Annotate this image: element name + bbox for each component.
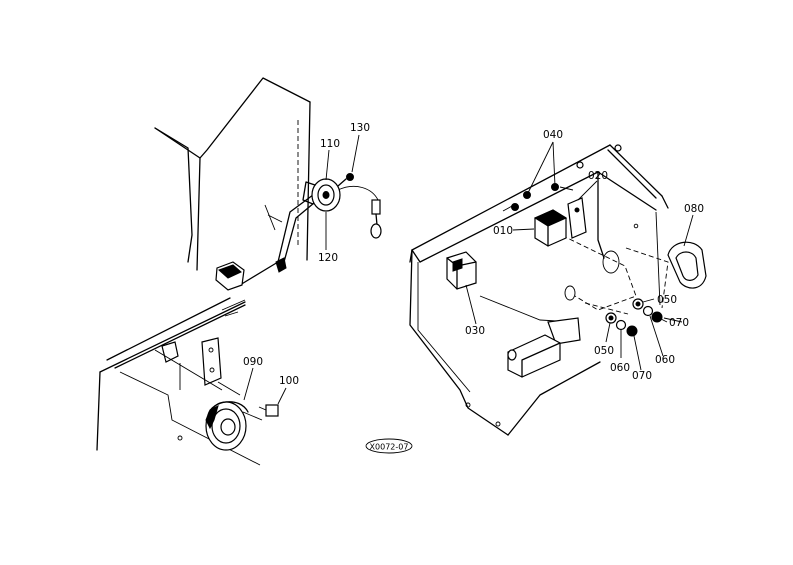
relay-010 (533, 209, 568, 247)
label-030: 030 (465, 325, 485, 337)
label-080: 080 (684, 203, 704, 215)
label-020: 020 (588, 170, 608, 182)
shaft-hole (602, 250, 620, 274)
panel-hole (564, 285, 576, 301)
label-070-left: 070 (632, 370, 652, 382)
handle-inner (675, 251, 699, 281)
label-060-left: 060 (610, 362, 630, 374)
drawing-code: X0072-07 (370, 443, 409, 452)
switch-030 (446, 251, 477, 290)
label-010: 010 (493, 225, 513, 237)
connector-plug (370, 223, 382, 239)
label-110: 110 (320, 138, 340, 150)
solenoid-bracket (479, 295, 581, 378)
pulley-090 (205, 401, 279, 451)
label-070-right: 070 (669, 317, 689, 329)
label-090: 090 (243, 356, 263, 368)
hardware-washers-right (632, 298, 683, 323)
label-050-left: 050 (594, 345, 614, 357)
drawing-code-oval (365, 438, 413, 454)
label-060-right: 060 (655, 354, 675, 366)
label-040: 040 (543, 129, 563, 141)
hardware-washers-left (605, 312, 638, 337)
label-100: 100 (279, 375, 299, 387)
part-labels: 110 130 120 040 020 010 030 080 050 070 … (243, 122, 704, 387)
drawing-code-badge: X0072-07 (365, 438, 413, 454)
leader-lines (243, 134, 694, 405)
bracket-020 (567, 197, 587, 239)
label-120: 120 (318, 252, 338, 264)
grip-handle-080 (667, 241, 707, 289)
control-box-outline (409, 144, 669, 436)
horn-wiring (215, 186, 382, 291)
label-050-right: 050 (657, 294, 677, 306)
label-130: 130 (350, 122, 370, 134)
mounting-brackets (154, 337, 241, 396)
bolt-130 (346, 173, 354, 181)
connector-terminal (371, 199, 381, 215)
hood-panel-outline (154, 77, 311, 271)
bolt-100 (265, 404, 279, 417)
